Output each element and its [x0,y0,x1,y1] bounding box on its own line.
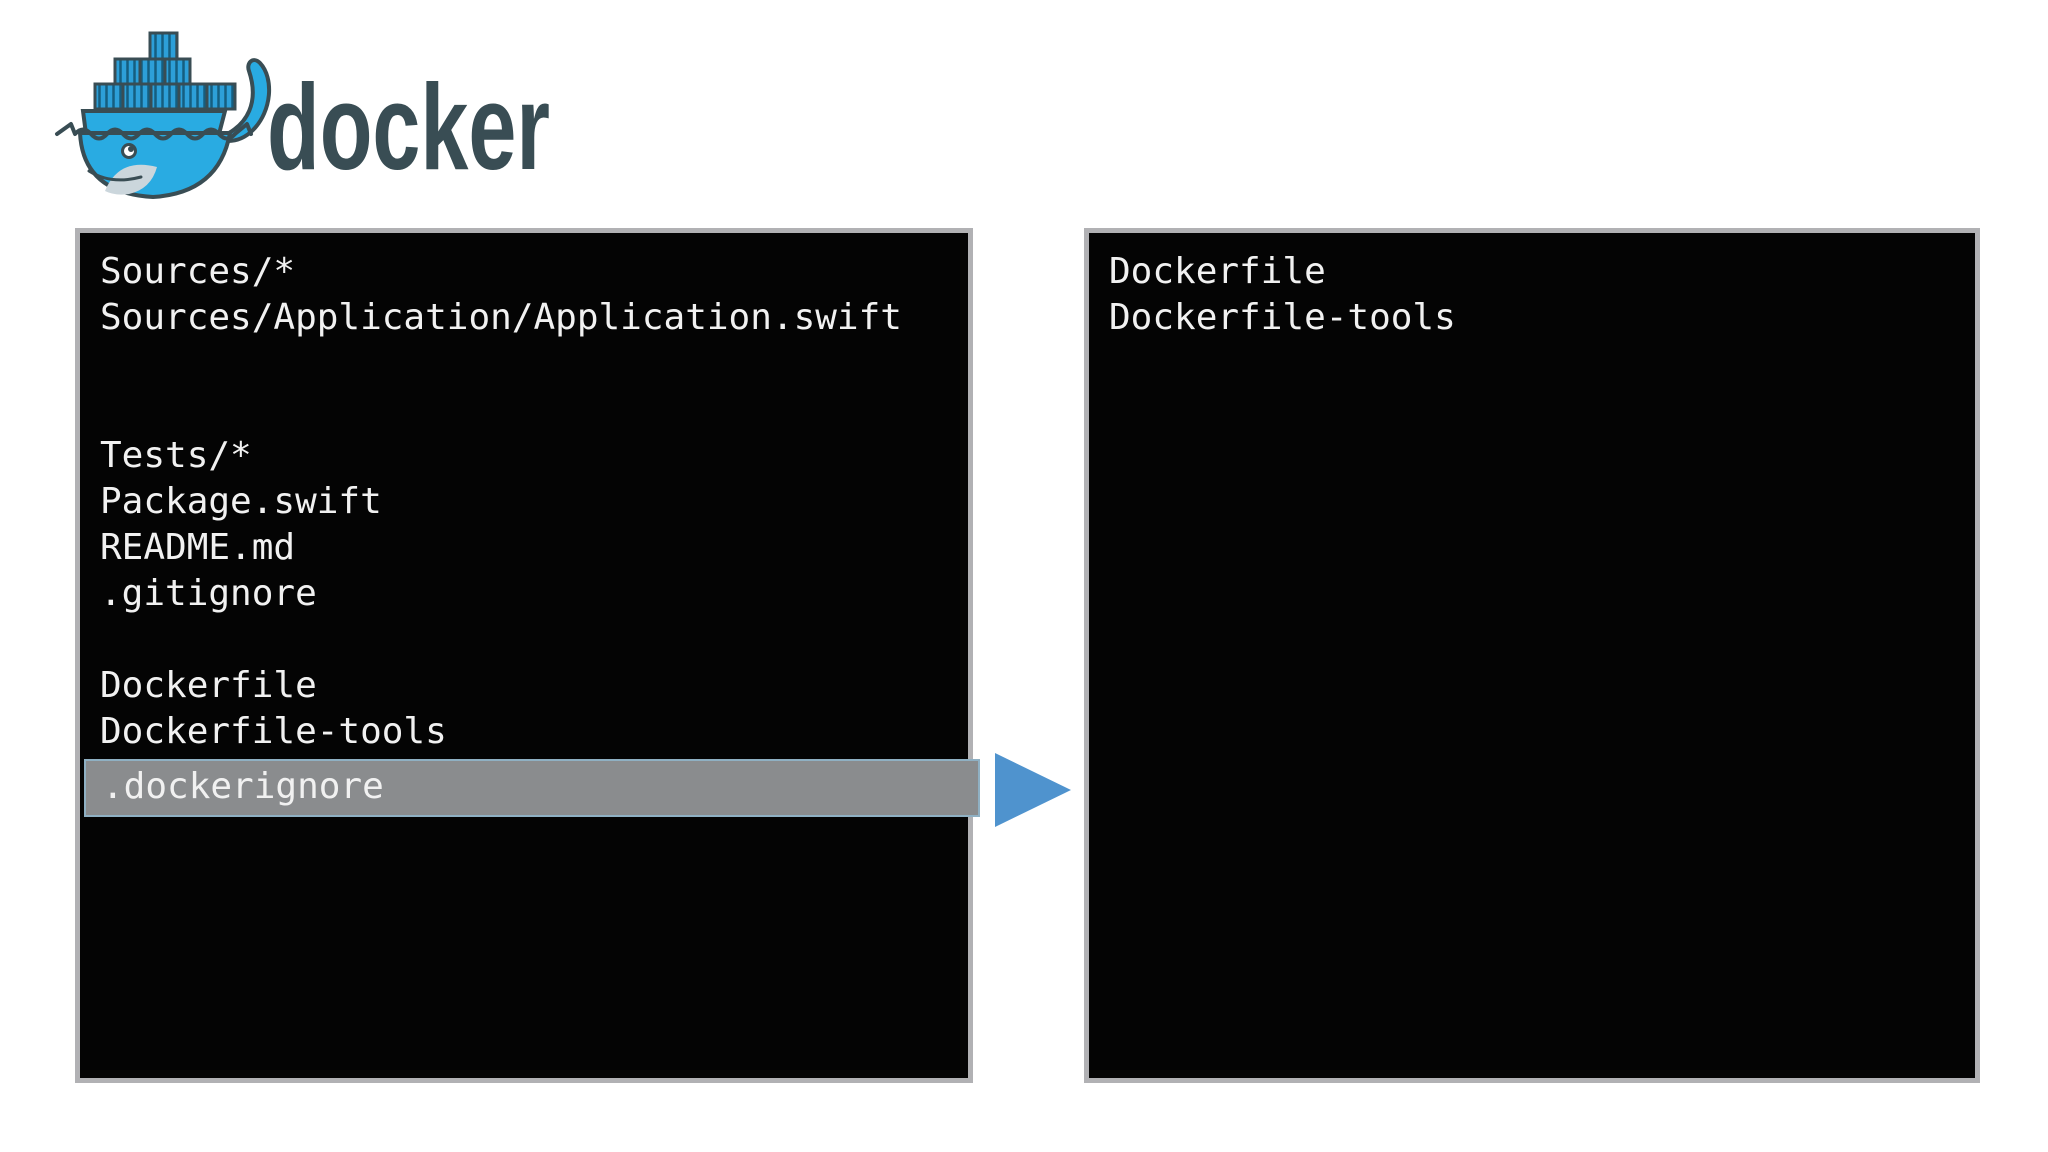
docker-whale-ship-icon [55,31,272,200]
file-entry: .gitignore [100,573,317,614]
dockerignore-terminal-panel: Sources/* Sources/Application/Application… [75,228,980,1083]
file-entry: Tests/* [100,435,252,476]
file-entry [100,387,948,433]
file-entry: Dockerfile-tools [1109,297,1456,338]
docker-wordmark: docker [267,59,550,195]
file-entry: Dockerfile [1109,251,1326,292]
dockerignore-file-list: Sources/* Sources/Application/Application… [80,233,980,833]
container-stack-icon [93,31,237,111]
file-entry: Sources/* [100,251,296,292]
file-entry [100,341,948,387]
file-entry: README.md [100,527,296,568]
file-entry: Sources/Application/Application.swift [100,297,902,338]
whale-tail [219,58,272,143]
file-entry-selected: .dockerignore [84,759,980,817]
file-entry: Package.swift [100,481,382,522]
docker-logo: docker [53,12,563,204]
whale-body [77,131,233,200]
docker-logo-svg: docker [55,31,550,200]
whale-pupil [128,146,134,152]
whale-mouth [87,169,143,182]
file-entry [100,617,948,663]
right-arrow-icon [995,753,1071,827]
waterline-waves [55,122,253,141]
file-entry: Dockerfile [100,665,317,706]
file-entry: Dockerfile-tools [100,711,447,752]
